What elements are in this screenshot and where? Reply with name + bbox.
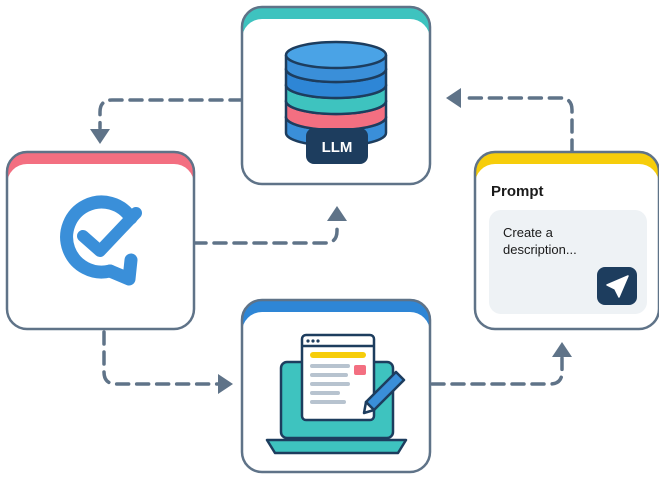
arrowhead-left-icon (446, 88, 461, 108)
arrowhead-up-icon (327, 206, 347, 221)
llm-badge: LLM (306, 128, 368, 164)
connector-editor-to-prompt (430, 356, 564, 386)
laptop-document-edit-icon (265, 333, 408, 455)
editor-card (240, 298, 432, 474)
connector-llm-to-task (98, 98, 244, 130)
prompt-input-line-1: Create a (503, 225, 554, 240)
connector-prompt-to-llm (460, 96, 574, 154)
arrowheads (90, 88, 572, 394)
pen-icon (362, 370, 406, 415)
connectors (98, 96, 574, 386)
send-button[interactable] (597, 267, 637, 305)
llm-badge-label: LLM (322, 139, 353, 156)
arrowhead-down-icon (90, 129, 110, 144)
task-card (5, 150, 196, 331)
prompt-title: Prompt (491, 183, 544, 200)
check-circle-icon (60, 195, 142, 286)
arrowhead-up-icon (552, 342, 572, 357)
connector-task-to-editor (102, 330, 220, 386)
database-icon (284, 40, 388, 148)
send-icon (606, 275, 629, 298)
arrowhead-right-icon (218, 374, 233, 394)
connector-task-to-llm (192, 220, 339, 245)
prompt-input-line-2: description... (503, 242, 577, 257)
prompt-card: Prompt Create a description... (473, 150, 659, 331)
llm-card: LLM (240, 5, 432, 186)
